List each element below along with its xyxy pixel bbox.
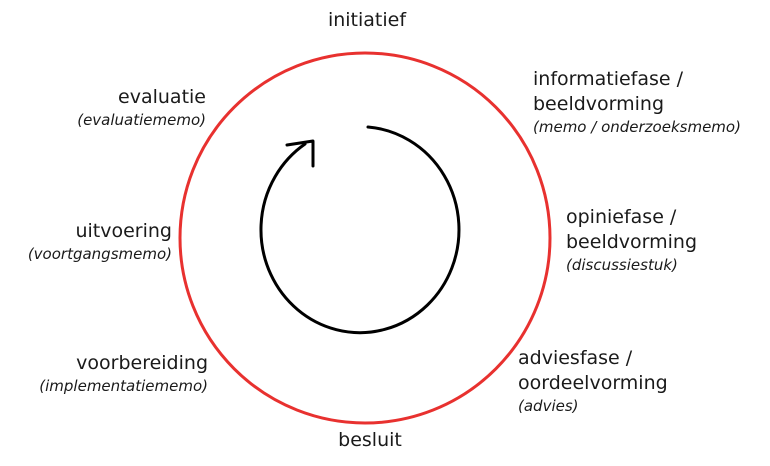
- stage-adviesfase: adviesfase / oordeelvorming (advies): [518, 346, 668, 417]
- clockwise-cycle-arrow-icon: [259, 125, 461, 335]
- stage-uitvoering: uitvoering (voortgangsmemo): [28, 219, 172, 265]
- stage-title: evaluatie: [118, 86, 206, 108]
- stage-title-line2: beeldvorming: [533, 93, 665, 116]
- stage-evaluatie: evaluatie (evaluatiememo): [77, 85, 206, 131]
- stage-document: (evaluatiememo): [77, 111, 206, 130]
- stage-title: initiatief: [327, 9, 407, 31]
- stage-title: voorbereiding: [76, 352, 208, 374]
- stage-document: (implementatiememo): [39, 377, 208, 396]
- stage-initiatief: initiatief: [312, 8, 422, 33]
- stage-opiniefase: opiniefase / beeldvorming (discussiestuk…: [566, 205, 697, 276]
- stage-title-line1: informatiefase /: [533, 68, 684, 90]
- stage-document: (advies): [518, 397, 579, 416]
- stage-besluit: besluit: [315, 428, 425, 453]
- outer-circle: [178, 51, 552, 425]
- stage-document: (voortgangsmemo): [27, 245, 172, 264]
- stage-informatiefase: informatiefase / beeldvorming (memo / on…: [533, 67, 741, 138]
- stage-document: (memo / onderzoeksmemo): [533, 118, 741, 137]
- stage-title: besluit: [338, 429, 402, 451]
- stage-title-line1: adviesfase /: [518, 347, 633, 369]
- stage-voorbereiding: voorbereiding (implementatiememo): [39, 351, 208, 397]
- stage-title-line2: oordeelvorming: [518, 372, 668, 395]
- cycle-arc: [259, 125, 461, 335]
- stage-title-line1: opiniefase /: [566, 206, 677, 228]
- stage-title: uitvoering: [75, 220, 172, 242]
- stage-document: (discussiestuk): [566, 256, 678, 275]
- stage-title-line2: beeldvorming: [566, 231, 698, 254]
- cycle-arrowhead: [285, 139, 315, 168]
